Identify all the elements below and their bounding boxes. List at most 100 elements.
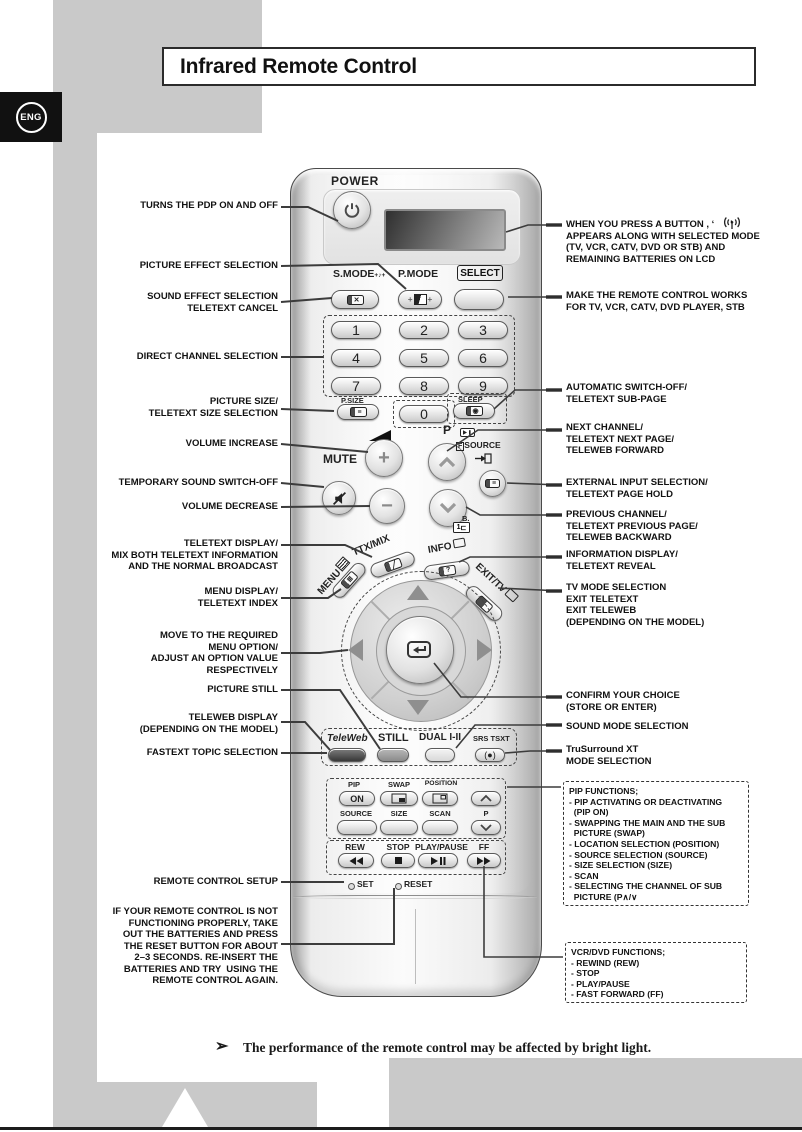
callout-next-channel: NEXT CHANNEL/ TELETEXT NEXT PAGE/ TELEWE… bbox=[566, 422, 675, 456]
pip-functions-box: PIP FUNCTIONS; - PIP ACTIVATING OR DEACT… bbox=[563, 781, 749, 906]
enter-icon bbox=[407, 641, 431, 658]
reset-dot[interactable] bbox=[395, 883, 402, 890]
digit-0-button[interactable]: 0 bbox=[399, 405, 449, 423]
callout-previous-channel: PREVIOUS CHANNEL/ TELETEXT PREVIOUS PAGE… bbox=[566, 509, 698, 543]
teletext-hold-icon: 1⊏ bbox=[453, 522, 470, 533]
external-input-icon bbox=[475, 453, 492, 464]
pip-scan-button[interactable] bbox=[422, 820, 458, 835]
plus-icon: + bbox=[378, 446, 390, 469]
callout-menu-display: MENU DISPLAY/ TELETEXT INDEX bbox=[197, 586, 278, 609]
digit-1-button[interactable]: 1 bbox=[331, 321, 381, 339]
position-icon bbox=[432, 793, 448, 804]
stop-icon bbox=[394, 857, 402, 864]
ff-label: FF bbox=[478, 842, 490, 852]
pip-size-label: SIZE bbox=[390, 809, 408, 818]
callout-teleweb-display: TELEWEB DISPLAY (DEPENDING ON THE MODEL) bbox=[139, 712, 278, 735]
picture-mode-label: P.MODE bbox=[398, 268, 439, 280]
teleweb-button[interactable] bbox=[328, 748, 366, 762]
swap-icon bbox=[391, 793, 407, 804]
teletext-page-icon: ≡ bbox=[485, 479, 500, 488]
pip-on-button[interactable]: ON bbox=[339, 791, 375, 806]
arrow-left-button[interactable] bbox=[348, 639, 363, 661]
select-label: SELECT bbox=[457, 265, 503, 281]
battery-cover-line bbox=[415, 909, 416, 984]
srs-button[interactable]: (●) bbox=[475, 748, 505, 762]
transport-block-outline bbox=[326, 840, 506, 875]
arrow-up-button[interactable] bbox=[407, 585, 429, 600]
digit-7-button[interactable]: 7 bbox=[331, 377, 381, 395]
callout-volume-decrease: VOLUME DECREASE bbox=[181, 501, 278, 512]
swap-button[interactable] bbox=[380, 791, 418, 806]
position-button[interactable] bbox=[422, 791, 458, 806]
digit-8-button[interactable]: 8 bbox=[399, 377, 449, 395]
digit-2-button[interactable]: 2 bbox=[399, 321, 449, 339]
mute-label: MUTE bbox=[323, 452, 357, 466]
volume-down-button[interactable]: − bbox=[369, 488, 405, 524]
fast-forward-button[interactable] bbox=[467, 853, 501, 868]
play-pause-label: PLAY/PAUSE bbox=[415, 842, 468, 852]
arrow-right-button[interactable] bbox=[477, 639, 492, 661]
page-title: Infrared Remote Control bbox=[180, 54, 417, 78]
language-badge: ENG bbox=[0, 92, 62, 142]
pip-block-outline bbox=[326, 778, 506, 839]
case-seam bbox=[293, 895, 537, 899]
rewind-button[interactable] bbox=[338, 853, 374, 868]
plus-icon: + bbox=[427, 295, 433, 304]
enter-button[interactable] bbox=[386, 616, 454, 684]
sleep-button[interactable]: ◉ bbox=[453, 403, 495, 419]
callout-menu-navigation: MOVE TO THE REQUIRED MENU OPTION/ ADJUST… bbox=[150, 630, 278, 676]
callout-sound-mode: SOUND MODE SELECTION bbox=[566, 721, 689, 732]
sub-channel-down-button[interactable] bbox=[471, 820, 501, 835]
callout-teletext-display: TELETEXT DISPLAY/ MIX BOTH TELETEXT INFO… bbox=[111, 538, 278, 572]
note-arrow-icon: ➢ bbox=[215, 1038, 229, 1055]
picture-mode-button[interactable]: + + bbox=[398, 290, 442, 309]
still-button[interactable] bbox=[377, 748, 409, 762]
antenna-signal-icon bbox=[724, 217, 740, 229]
sound-mode-label: S.MODE+♪+ bbox=[333, 268, 386, 280]
volume-ramp-icon bbox=[369, 430, 391, 441]
digit-6-button[interactable]: 6 bbox=[458, 349, 508, 367]
play-pause-button[interactable] bbox=[418, 853, 458, 868]
callout-trusurround: TruSurround XT MODE SELECTION bbox=[566, 744, 652, 767]
digit-4-button[interactable]: 4 bbox=[331, 349, 381, 367]
arrow-down-button[interactable] bbox=[407, 700, 429, 715]
dual-label: DUAL I-II bbox=[419, 732, 462, 743]
trusurround-icon: (●) bbox=[484, 750, 496, 760]
volume-up-button[interactable]: + bbox=[365, 439, 403, 477]
teletext-mix-icon: ╱ bbox=[382, 557, 403, 573]
power-button[interactable] bbox=[333, 191, 371, 229]
stop-label: STOP bbox=[386, 842, 410, 852]
rew-label: REW bbox=[345, 842, 365, 852]
pip-size-button[interactable] bbox=[380, 820, 418, 835]
digit-3-button[interactable]: 3 bbox=[458, 321, 508, 339]
mute-button[interactable] bbox=[322, 481, 356, 515]
vcr-functions-box: VCR/DVD FUNCTIONS; - REWIND (REW) - STOP… bbox=[565, 942, 747, 1003]
source-button[interactable]: ≡ bbox=[479, 470, 506, 497]
pip-source-button[interactable] bbox=[337, 820, 377, 835]
set-label: SET bbox=[357, 879, 374, 889]
number-pad-outline bbox=[323, 315, 515, 397]
select-button[interactable] bbox=[454, 289, 504, 310]
mute-speaker-icon bbox=[332, 491, 346, 505]
minus-icon: − bbox=[381, 494, 393, 517]
channel-p-label: P bbox=[443, 423, 452, 437]
pip-source-label: SOURCE bbox=[339, 809, 373, 818]
chevron-down-icon bbox=[480, 824, 492, 832]
reset-label: RESET bbox=[404, 879, 433, 889]
dual-button[interactable] bbox=[425, 748, 455, 762]
pip-scan-label: SCAN bbox=[429, 809, 451, 818]
bottom-rule bbox=[0, 1127, 802, 1130]
callout-sound-effect: SOUND EFFECT SELECTION TELETEXT CANCEL bbox=[147, 291, 278, 314]
sound-mode-button[interactable]: ✕ bbox=[331, 290, 379, 309]
picture-size-button[interactable]: ≡ bbox=[337, 404, 379, 420]
teleweb-backward-label: B. bbox=[462, 514, 470, 523]
callout-mute: TEMPORARY SOUND SWITCH-OFF bbox=[118, 477, 278, 488]
set-dot[interactable] bbox=[348, 883, 355, 890]
swap-label: SWAP bbox=[387, 780, 411, 789]
digit-5-button[interactable]: 5 bbox=[399, 349, 449, 367]
callout-power: TURNS THE PDP ON AND OFF bbox=[140, 200, 278, 211]
position-label: POSITION bbox=[424, 780, 458, 787]
sub-channel-up-button[interactable] bbox=[471, 791, 501, 806]
stop-button[interactable] bbox=[381, 853, 415, 868]
